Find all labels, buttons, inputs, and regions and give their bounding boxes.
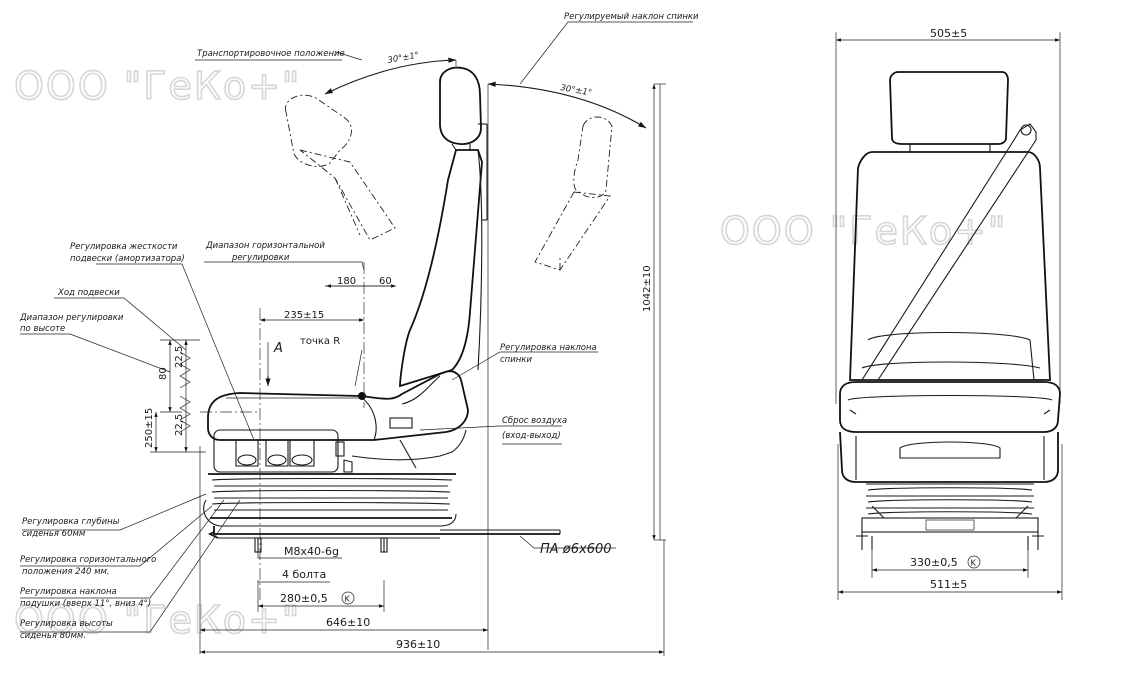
label-height-range-line2: по высоте	[20, 324, 65, 334]
dim-22-5-upper: 22,5	[174, 346, 185, 368]
label-cushion-tilt-line1: Регулировка наклона	[20, 587, 117, 597]
suspension-bellows	[203, 473, 457, 527]
label-hpos-line2: положения 240 мм.	[22, 567, 110, 577]
dim-235: 235±15	[284, 310, 324, 321]
front-view-labels: 505±5 330±0,5 K 511±5	[910, 27, 981, 591]
label-depth-line2: сиденья 60мм	[22, 529, 86, 539]
label-cushion-tilt-line2: подушки (вверх 11°, вниз 4°)	[20, 599, 151, 609]
label-air-release-line2: (вход-выход)	[502, 431, 561, 441]
dim-280: 280±0,5	[280, 592, 328, 605]
reclined-position-ghost	[534, 116, 613, 271]
label-hpos-line1: Регулировка горизонтального	[20, 555, 156, 565]
headrest	[439, 66, 482, 145]
dim-505: 505±5	[930, 27, 967, 40]
dim-80: 80	[158, 367, 169, 380]
label-hrange-line1: Диапазон горизонтальной	[205, 241, 325, 251]
dim-60: 60	[379, 276, 392, 287]
dim-330-group: 330±0,5 K	[910, 555, 981, 569]
dim-280-group: 280±0,5 K	[280, 591, 355, 605]
label-stiffness-line1: Регулировка жесткости	[70, 242, 178, 252]
side-view	[20, 21, 693, 656]
label-pa: ПА ø6x600	[540, 542, 612, 557]
label-recline-line2: спинки	[500, 355, 532, 365]
seat-belt	[861, 123, 1037, 381]
watermark-middle-right: ООО "ГеКо+"	[720, 209, 1007, 253]
front-backrest	[849, 151, 1051, 381]
backrest	[399, 149, 483, 388]
label-four-bolts: 4 болта	[282, 568, 326, 581]
label-recline-line1: Регулировка наклона	[500, 343, 597, 353]
dim-22-5-lower: 22,5	[174, 414, 185, 436]
label-transport-position: Транспортировочное положение	[197, 49, 345, 59]
r-point-marker	[358, 392, 366, 400]
label-point-r: точка R	[300, 336, 340, 347]
label-depth-line1: Регулировка глубины	[22, 517, 120, 527]
circle-k-side: K	[345, 595, 351, 604]
label-air-release-line1: Сброс воздуха	[502, 416, 567, 426]
transport-position-ghost	[285, 94, 396, 241]
dim-511: 511±5	[930, 578, 967, 591]
label-stiffness-line2: подвески (амортизатора)	[70, 254, 185, 264]
label-bolt-spec: M8x40-6g	[284, 545, 339, 558]
circle-k-front: K	[971, 559, 977, 568]
front-cushion	[839, 381, 1061, 433]
watermark-top-left: ООО "ГеКо+"	[14, 64, 301, 108]
dim-936: 936±10	[396, 638, 440, 651]
front-suspension-bellows	[866, 483, 1034, 515]
side-view-labels: Транспортировочное положение 30°±1° Регу…	[19, 12, 699, 651]
label-height-range-line1: Диапазон регулировки	[19, 313, 124, 323]
dim-180: 180	[337, 276, 356, 287]
label-backrest-adjust: Регулируемый наклон спинки	[564, 12, 699, 22]
label-suspension-travel: Ход подвески	[57, 288, 120, 298]
label-backrest-angle: 30°±1°	[559, 83, 592, 98]
dim-1042: 1042±10	[642, 265, 653, 312]
dim-330: 330±0,5	[910, 556, 958, 569]
label-seat-height-line1: Регулировка высоты	[20, 619, 113, 629]
label-hrange-line2: регулировки	[231, 253, 290, 263]
backrest-angle-arc	[487, 81, 647, 129]
front-view	[835, 32, 1063, 600]
seat-control-panel	[213, 429, 467, 473]
view-a-label: A	[273, 341, 283, 356]
label-seat-height-line2: сиденья 80мм.	[20, 631, 86, 641]
base-rails	[207, 526, 561, 553]
watermark-bottom-left: ООО "ГеКо+"	[14, 598, 301, 642]
dim-646: 646±10	[326, 616, 370, 629]
transport-angle-arc	[324, 57, 457, 95]
watermark-group: ООО "ГеКо+" ООО "ГеКо+" ООО "ГеКо+"	[13, 63, 1007, 643]
dim-250: 250±15	[144, 408, 155, 448]
front-headrest	[889, 71, 1009, 145]
